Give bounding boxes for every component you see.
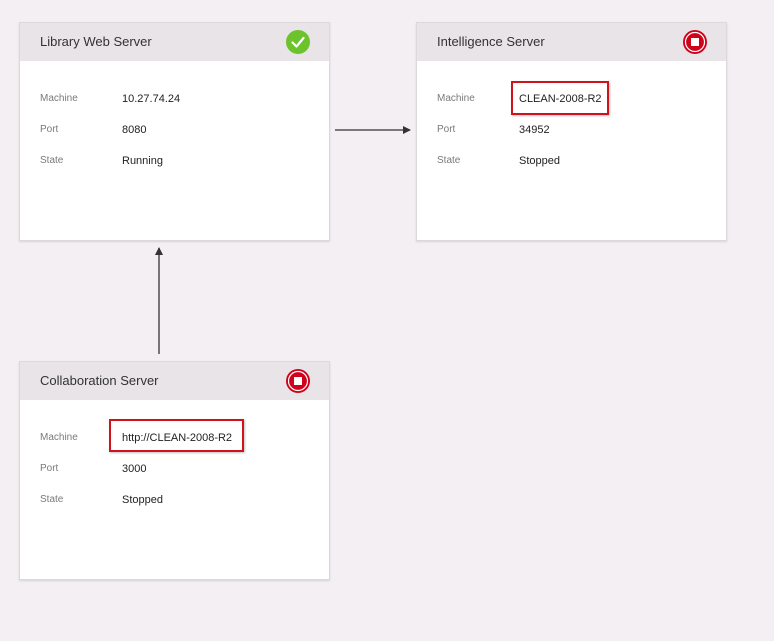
state-label: State (40, 494, 64, 505)
machine-label: Machine (40, 432, 78, 443)
intelligence-server-card[interactable]: Intelligence Server Machine CLEAN-2008-R… (416, 22, 727, 241)
state-value: Stopped (519, 155, 560, 167)
machine-value: http://CLEAN-2008-R2 (122, 432, 233, 444)
port-value: 8080 (122, 124, 147, 136)
card-header: Library Web Server (20, 23, 329, 61)
port-label: Port (40, 463, 59, 474)
machine-value: 10.27.74.24 (122, 93, 181, 105)
card-title: Collaboration Server (40, 373, 159, 388)
port-value: 3000 (122, 463, 147, 475)
card-header: Intelligence Server (417, 23, 726, 61)
stop-icon (286, 369, 310, 393)
machine-value: CLEAN-2008-R2 (519, 93, 602, 105)
card-title: Intelligence Server (437, 34, 545, 49)
state-label: State (40, 155, 64, 166)
card-header: Collaboration Server (20, 362, 329, 400)
library-web-server-card[interactable]: Library Web Server Machine 10.27.74.24 P… (19, 22, 330, 241)
stop-icon (683, 30, 707, 54)
port-label: Port (437, 124, 456, 135)
state-label: State (437, 155, 461, 166)
machine-highlight-box (109, 419, 244, 452)
machine-highlight-box (511, 81, 609, 115)
port-label: Port (40, 124, 59, 135)
check-icon (286, 30, 310, 54)
machine-label: Machine (437, 93, 475, 104)
port-value: 34952 (519, 124, 550, 136)
state-value: Stopped (122, 494, 163, 506)
card-title: Library Web Server (40, 34, 152, 49)
collaboration-server-card[interactable]: Collaboration Server Machine http://CLEA… (19, 361, 330, 580)
machine-label: Machine (40, 93, 78, 104)
state-value: Running (122, 155, 163, 167)
